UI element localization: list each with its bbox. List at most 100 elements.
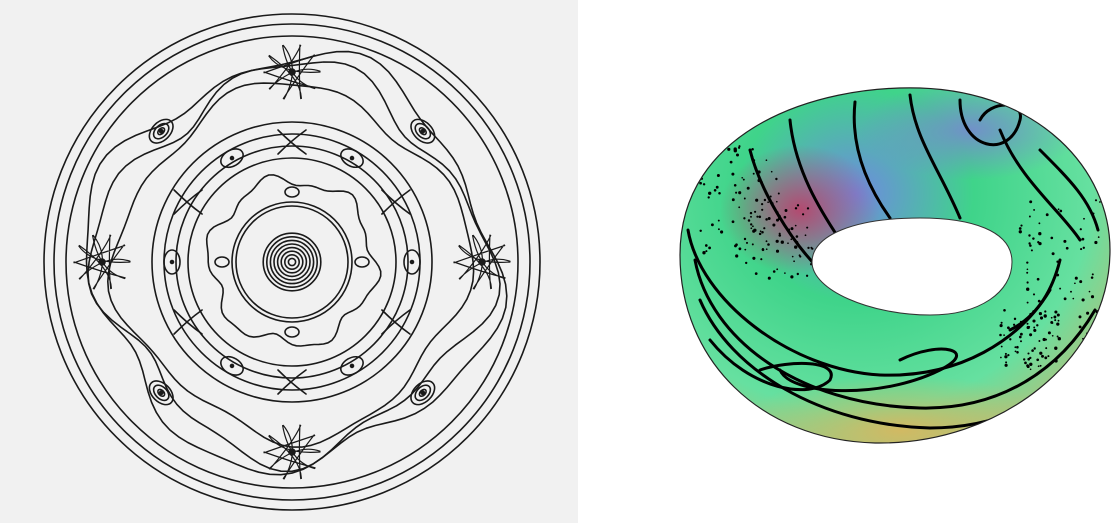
chaotic-dot — [1003, 309, 1006, 312]
chaotic-dot — [1015, 351, 1017, 353]
chaotic-dot — [1005, 364, 1008, 367]
chaotic-dot — [792, 256, 794, 258]
chaotic-dot — [1029, 333, 1032, 336]
chaotic-dot — [776, 250, 779, 253]
chaotic-dot — [744, 238, 746, 240]
chaotic-dot — [718, 228, 720, 230]
chaotic-dot — [760, 258, 762, 260]
chaotic-dot — [1014, 318, 1016, 320]
chaotic-dot — [1056, 274, 1059, 277]
chaotic-dot — [1064, 297, 1067, 300]
chaotic-dot — [1033, 293, 1035, 295]
chaotic-dot — [1058, 208, 1060, 210]
chaotic-dot — [1044, 310, 1046, 312]
chaotic-dot — [767, 243, 770, 246]
chaotic-dot — [1003, 334, 1005, 336]
chaotic-dot — [1027, 281, 1029, 283]
chaotic-dot — [751, 148, 754, 151]
chaotic-dot — [1040, 316, 1043, 319]
chaotic-dot — [761, 231, 764, 234]
chaotic-dot — [759, 216, 762, 219]
chaotic-dot — [744, 198, 746, 200]
chaotic-dot — [1016, 346, 1019, 349]
chaotic-dot — [1093, 213, 1095, 215]
chaotic-dot — [1092, 273, 1094, 275]
chaotic-dot — [1028, 234, 1030, 236]
chaotic-dot — [1063, 240, 1066, 243]
chaotic-dot — [752, 257, 755, 260]
chaotic-dot — [736, 153, 739, 156]
chaotic-dot — [756, 216, 758, 218]
chaotic-dot — [1098, 236, 1100, 238]
chaotic-dot — [802, 213, 804, 215]
chaotic-dot — [738, 206, 740, 208]
chaotic-dot — [752, 225, 754, 227]
chaotic-dot — [1007, 354, 1009, 356]
chaotic-dot — [1040, 365, 1042, 367]
chaotic-dot — [714, 189, 717, 192]
chaotic-dot — [794, 245, 797, 248]
mid-island-center-2 — [351, 364, 354, 367]
chaotic-dot — [741, 177, 743, 179]
chaotic-dot — [1082, 298, 1085, 301]
chaotic-dot — [1039, 312, 1042, 315]
chaotic-dot — [757, 170, 760, 173]
chaotic-dot — [781, 241, 784, 244]
outer-saddle-point-1 — [479, 259, 485, 265]
chaotic-dot — [1099, 201, 1101, 203]
chaotic-dot — [776, 240, 779, 243]
chaotic-dot — [1028, 326, 1030, 328]
chaotic-dot — [807, 207, 809, 209]
chaotic-dot — [705, 244, 708, 247]
chaotic-dot — [718, 220, 720, 222]
chaotic-dot — [766, 248, 768, 250]
chaotic-dot — [1075, 277, 1078, 280]
chaotic-dot — [1023, 358, 1025, 360]
chaotic-dot — [755, 199, 758, 202]
chaotic-dot — [797, 204, 799, 206]
chaotic-dot — [755, 272, 758, 275]
chaotic-dot — [1030, 368, 1032, 370]
torus-svg — [640, 40, 1120, 480]
chaotic-dot — [735, 254, 738, 257]
chaotic-dot — [1045, 347, 1047, 349]
chaotic-dot — [768, 277, 771, 280]
chaotic-dot — [1029, 313, 1032, 316]
chaotic-dot — [1020, 225, 1022, 227]
chaotic-dot — [735, 192, 737, 194]
chaotic-dot — [732, 198, 735, 201]
chaotic-dot — [1020, 333, 1023, 336]
chaotic-dot — [796, 235, 799, 238]
chaotic-dot — [775, 178, 777, 180]
chaotic-dot — [807, 247, 809, 249]
chaotic-dot — [1082, 238, 1085, 241]
chaotic-dot — [703, 183, 705, 185]
chaotic-dot — [1027, 352, 1029, 354]
chaotic-dot — [702, 251, 705, 254]
chaotic-dot — [731, 173, 734, 176]
chaotic-dot — [749, 149, 751, 151]
chaotic-dot — [765, 218, 768, 221]
chaotic-dot — [1095, 199, 1097, 201]
chaotic-dot — [1079, 315, 1082, 318]
chaotic-dot — [738, 191, 741, 194]
chaotic-dot — [1029, 200, 1032, 203]
chaotic-dot — [750, 216, 752, 218]
chaotic-dot — [771, 202, 773, 204]
chaotic-dot — [1080, 248, 1082, 250]
chaotic-dot — [763, 227, 765, 229]
chaotic-dot — [708, 196, 710, 198]
chaotic-dot — [1032, 319, 1035, 322]
chaotic-dot — [771, 171, 773, 173]
chaotic-dot — [787, 242, 789, 244]
chaotic-dot — [1047, 355, 1049, 357]
chaotic-dot — [1013, 324, 1015, 326]
chaotic-dot — [1094, 241, 1097, 244]
chaotic-dot — [1044, 356, 1047, 359]
chaotic-dot — [805, 234, 807, 236]
chaotic-dot — [766, 159, 768, 161]
chaotic-dot — [790, 275, 793, 278]
chaotic-dot — [716, 186, 719, 189]
chaotic-dot — [1004, 355, 1007, 358]
chaotic-dot — [1044, 315, 1046, 317]
